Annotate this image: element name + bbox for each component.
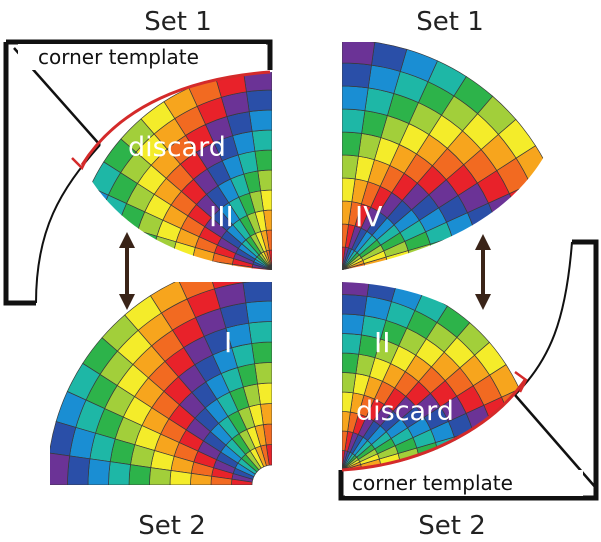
q1-cell [245, 300, 272, 324]
quadrant-III-label: III [209, 200, 234, 233]
q4-cell [342, 85, 369, 111]
quadrant-I-fan [50, 282, 272, 485]
q2-cell [342, 282, 371, 297]
q1-cell [67, 455, 91, 485]
q4-cell [342, 154, 359, 180]
q3-cell [248, 109, 272, 132]
quadrant-III-fan [82, 72, 272, 270]
q4-cell [540, 204, 571, 241]
q3-cell [151, 252, 174, 270]
q2-cell [342, 313, 365, 336]
quadrant-II-fan [342, 282, 522, 470]
q2-cell [342, 333, 362, 355]
q2-cell [476, 447, 499, 470]
right-template-label: corner template [352, 471, 513, 495]
left-corner-template: corner template [3, 39, 273, 306]
q4-cell [342, 62, 372, 89]
q3-cell [246, 89, 272, 112]
quadrant-IV-label: IV [355, 200, 382, 233]
q1-cell [169, 470, 192, 485]
left-discard-label: discard [128, 132, 226, 163]
q4-cell [455, 250, 481, 270]
q3-cell [91, 244, 114, 270]
q2-cell [342, 352, 360, 374]
q2-cell [491, 420, 517, 449]
q4-cell [342, 131, 362, 157]
quadrant-I-label: I [224, 326, 232, 359]
q2-cell [457, 450, 479, 470]
q1-cell [149, 467, 172, 485]
set1-right-label: Set 1 [416, 7, 484, 37]
right-cut-arrowhead [514, 370, 528, 393]
left-double-arrow [119, 232, 135, 310]
q3-cell [131, 249, 154, 270]
q1-cell [87, 458, 111, 485]
q3-cell [111, 246, 134, 270]
q4-cell [518, 211, 548, 245]
q2-cell [342, 294, 368, 316]
quadrant-II-label: II [374, 326, 391, 359]
q2-cell [438, 452, 460, 470]
q2-cell [418, 455, 440, 470]
set2-left-label: Set 2 [138, 511, 206, 541]
q3-cell [171, 255, 194, 270]
q3-cell [82, 213, 100, 245]
q3-cell [93, 218, 119, 248]
q1-cell [128, 464, 152, 485]
q2-cell [342, 372, 357, 394]
q4-cell [342, 42, 376, 66]
left-cut-line [80, 70, 271, 166]
left-template-label: corner template [38, 45, 199, 69]
q1-cell [108, 461, 131, 485]
right-double-arrow [475, 234, 491, 310]
q1-cell [50, 452, 70, 485]
q4-cell [409, 256, 435, 270]
q1-cell [248, 321, 272, 344]
right-cut-line [341, 379, 527, 472]
left-cut-arrowhead [71, 155, 90, 171]
q2-cell [496, 444, 518, 470]
q4-cell [501, 243, 527, 270]
q3-cell [82, 241, 95, 270]
set1-left-label: Set 1 [144, 7, 212, 37]
q4-cell [364, 263, 389, 270]
quadrant-IV-fan [342, 42, 572, 270]
q1-cell [251, 341, 272, 365]
q4-cell [546, 236, 572, 270]
q4-cell [451, 230, 479, 254]
q2-cell [509, 414, 522, 446]
q4-cell [523, 240, 550, 270]
q2-cell [515, 441, 522, 470]
q4-cell [496, 217, 525, 248]
q2-cell [472, 425, 497, 451]
set2-right-label: Set 2 [418, 511, 486, 541]
right-corner-template: corner template [338, 239, 599, 501]
right-discard-label: discard [356, 396, 454, 427]
q1-cell [242, 282, 272, 304]
q4-cell [387, 259, 412, 270]
q3-cell [251, 129, 272, 152]
q4-cell [342, 108, 366, 134]
q4-cell [432, 253, 458, 270]
q4-cell [529, 174, 564, 213]
